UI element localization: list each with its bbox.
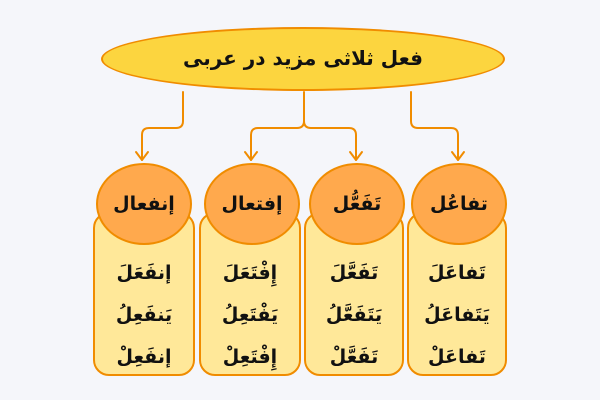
form-list: إنفَعَلَ يَنفَعِلُ إنفَعِلْ — [93, 252, 195, 378]
form-past: تَفَعَّلَ — [329, 262, 379, 284]
form-imperative: تَفَعَّلْ — [329, 346, 379, 368]
form-past: تَفاعَلَ — [428, 262, 486, 284]
title-text: فعل ثلاثی مزید در عربی — [182, 46, 424, 70]
form-present: يَنفَعِلُ — [115, 304, 173, 326]
group-header-infial: إنفعال — [96, 163, 192, 245]
form-present: يَفْتَعِلُ — [221, 304, 279, 326]
form-list: تَفاعَلَ يَتَفاعَلُ تَفاعَلْ — [406, 252, 508, 378]
group-name: تَفَعُّل — [332, 193, 382, 215]
group-name: إنفعال — [113, 193, 175, 215]
group-header-tafaal: تفاعُل — [411, 163, 507, 245]
group-card-tafaal — [407, 212, 507, 376]
form-imperative: تَفاعَلْ — [428, 346, 486, 368]
form-list: إِفْتَعَلَ يَفْتَعِلُ إِفْتَعِلْ — [199, 252, 301, 378]
group-header-iftial: إفتعال — [204, 163, 300, 245]
form-past: إِفْتَعَلَ — [222, 262, 278, 284]
title-node: فعل ثلاثی مزید در عربی — [101, 27, 505, 91]
form-present: يَتَفَعَّلُ — [325, 304, 383, 326]
form-present: يَتَفاعَلُ — [424, 304, 490, 326]
form-list: تَفَعَّلَ يَتَفَعَّلُ تَفَعَّلْ — [303, 252, 405, 378]
form-imperative: إِفْتَعِلْ — [222, 346, 278, 368]
group-name: تفاعُل — [430, 193, 488, 215]
group-name: إفتعال — [221, 193, 283, 215]
form-past: إنفَعَلَ — [116, 262, 172, 284]
form-imperative: إنفَعِلْ — [116, 346, 172, 368]
group-header-tafaul: تَفَعُّل — [309, 163, 405, 245]
